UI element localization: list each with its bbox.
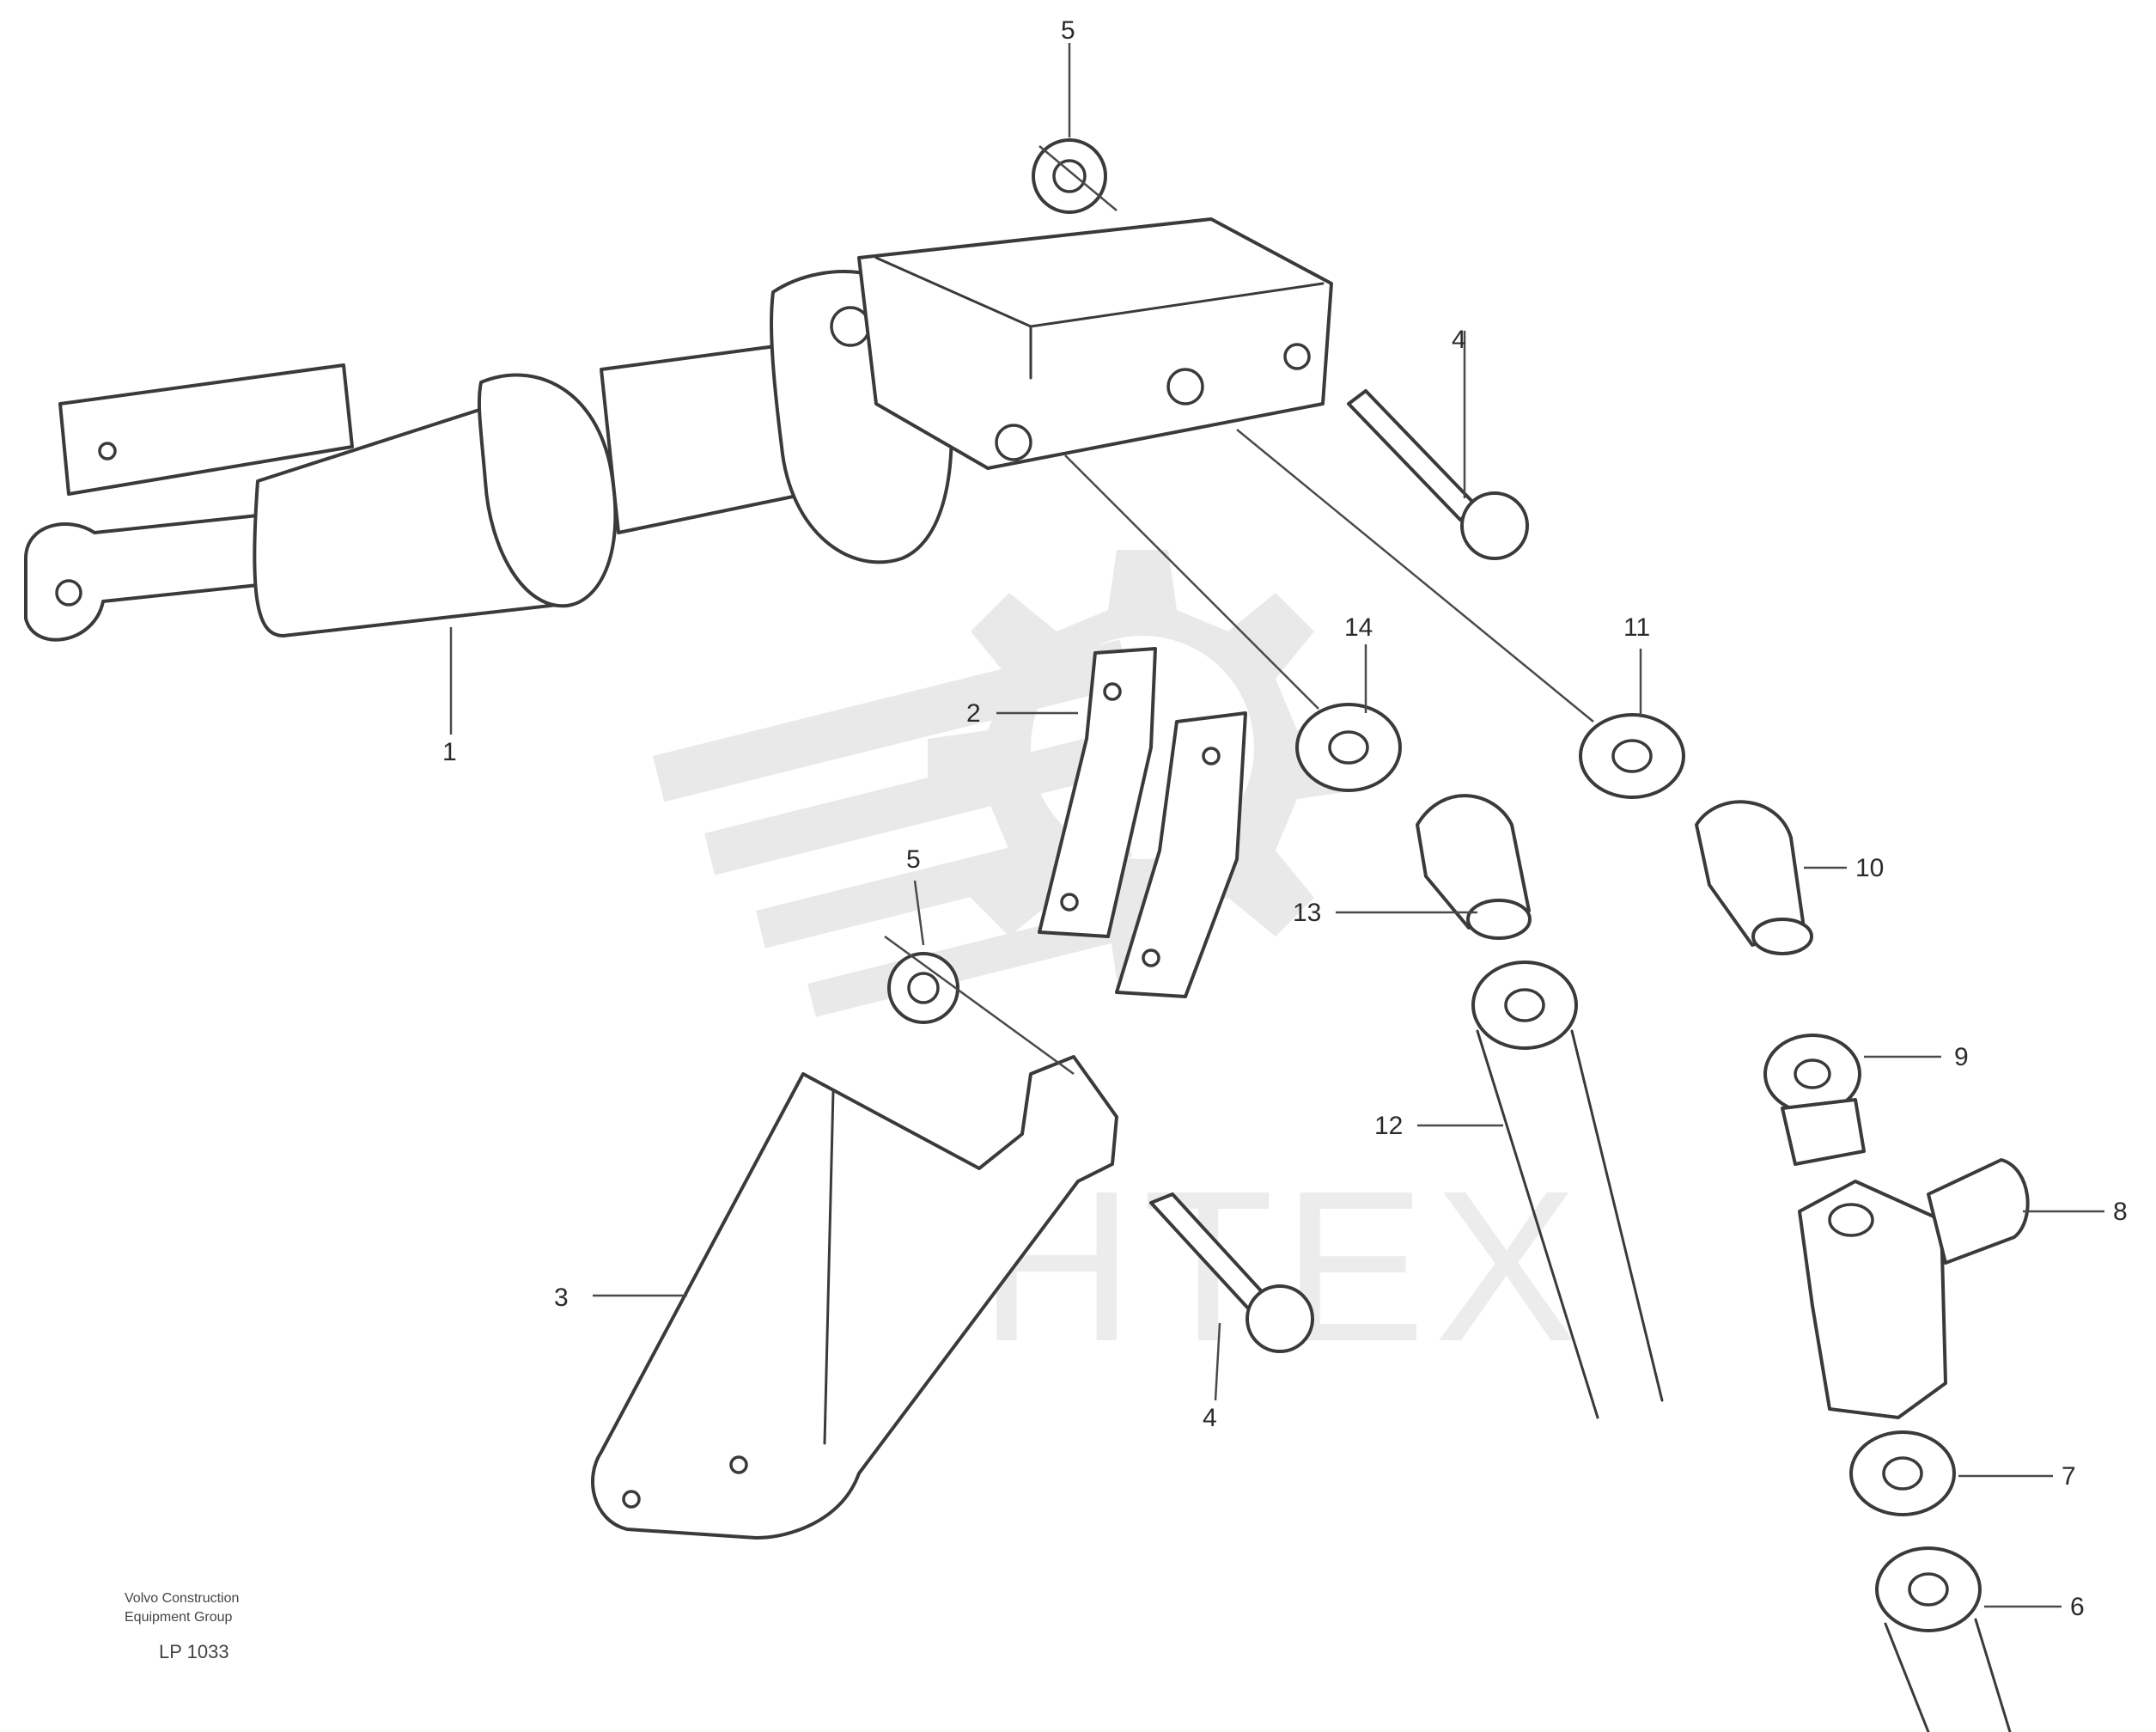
callout-4-top: 4 xyxy=(1452,326,1466,354)
leader-lines xyxy=(449,43,2104,1608)
callout-5-top: 5 xyxy=(1061,16,1075,45)
callout-13: 13 xyxy=(1293,899,1321,927)
bolt-top xyxy=(1347,389,1529,560)
bracket-3 xyxy=(591,1055,1118,1540)
callout-12: 12 xyxy=(1374,1112,1403,1140)
nut-lower xyxy=(887,952,959,1024)
adapter-fitting-11 xyxy=(1579,713,1685,799)
footer-info: Volvo Construction Equipment Group LP 10… xyxy=(125,1591,239,1662)
callout-6: 6 xyxy=(2070,1593,2085,1621)
callout-14: 14 xyxy=(1344,613,1373,642)
callout-2: 2 xyxy=(966,699,981,728)
hose-end-6 xyxy=(1875,1546,2012,1732)
footer-code: LP 1033 xyxy=(159,1641,229,1662)
callout-9: 9 xyxy=(1954,1043,1969,1071)
footer-line-1: Volvo Construction xyxy=(125,1591,239,1606)
callout-1: 1 xyxy=(442,738,457,766)
callout-8: 8 xyxy=(2113,1198,2128,1226)
callout-3: 3 xyxy=(554,1284,569,1312)
hydraulic-cylinder xyxy=(24,217,1333,642)
block-fitting-8 xyxy=(1798,1158,2030,1419)
nipple-9 xyxy=(1763,1034,1866,1166)
hydraulic-hose-12 xyxy=(1471,961,1664,1419)
footer-line-2: Equipment Group xyxy=(125,1610,233,1625)
elbow-fitting-10 xyxy=(1695,800,1813,955)
nut-top xyxy=(1032,138,1107,214)
callout-4-bottom: 4 xyxy=(1203,1404,1217,1432)
callout-7: 7 xyxy=(2062,1462,2076,1491)
seal-ring-7 xyxy=(1849,1430,1956,1516)
elbow-fitting-13 xyxy=(1416,794,1532,940)
bolt-lower xyxy=(1149,1192,1314,1353)
callout-11: 11 xyxy=(1623,613,1650,642)
adapter-fitting-14 xyxy=(1295,703,1402,792)
mounting-plates xyxy=(1038,647,1247,998)
callout-labels: 1 2 3 4 4 5 5 6 7 8 9 10 11 12 13 14 xyxy=(442,16,2128,1621)
callout-5-bottom: 5 xyxy=(906,845,921,874)
callout-10: 10 xyxy=(1855,854,1884,882)
watermark-gear-logo xyxy=(653,550,1357,1017)
